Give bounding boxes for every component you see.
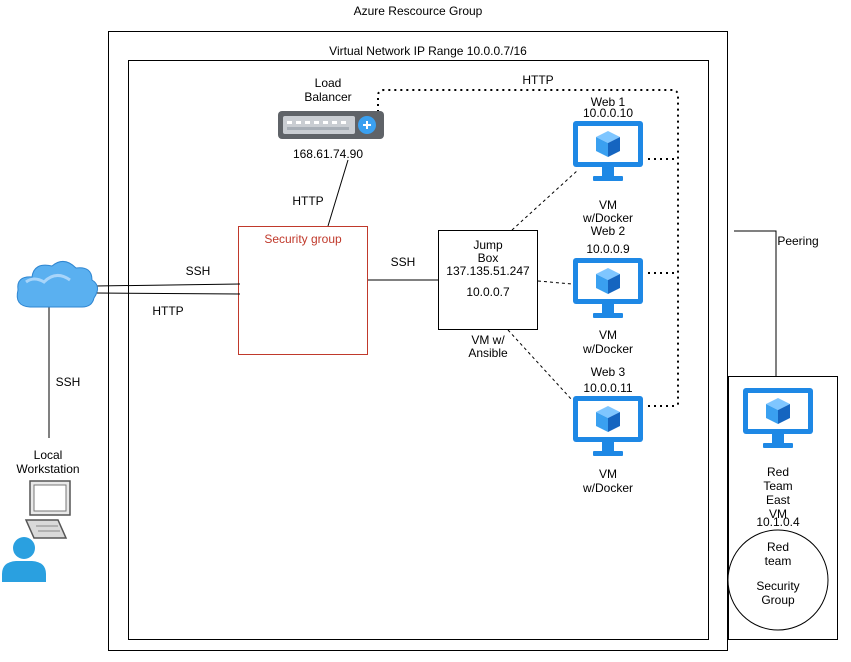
jump-box-line1: Jump <box>473 238 503 252</box>
red-team-vm-ip: 10.1.0.4 <box>756 515 800 529</box>
web1-vm-icon <box>573 121 643 181</box>
ssh-jump-label: SSH <box>390 255 416 269</box>
red-team-vm-line3: East <box>765 493 790 507</box>
web3-role-line2: w/Docker <box>582 481 633 495</box>
web3-name: Web 3 <box>590 365 626 379</box>
virtual-network-box <box>128 60 709 640</box>
workstation-label-line2: Workstation <box>16 462 80 476</box>
jump-box-line2: Box <box>477 251 499 265</box>
red-team-vm-line4: VM <box>769 507 787 521</box>
jump-box-role-line1: VM w/ <box>471 333 505 347</box>
user-icon <box>2 537 46 582</box>
red-team-sg-line3: Security <box>756 579 800 593</box>
web1-name: Web 1 <box>590 95 626 109</box>
jump-box-public-ip: 137.135.51.247 <box>446 264 530 278</box>
red-team-region-shadow <box>738 376 838 640</box>
lb-sg-line <box>327 159 349 227</box>
web2-role-line1: VM <box>599 328 617 342</box>
jump-box <box>438 230 538 330</box>
resource-group-title: Azure Rescource Group <box>353 4 483 18</box>
vnet-title: Virtual Network IP Range 10.0.0.7/16 <box>329 44 527 58</box>
workstation-label-line1: Local <box>33 448 63 462</box>
load-balancer-ip: 168.61.74.90 <box>292 147 364 161</box>
jump-web3-dashed <box>507 329 573 401</box>
http-lb-label: HTTP <box>292 194 324 208</box>
web1-role-line2: w/Docker <box>582 211 633 225</box>
web1-ip: 10.0.0.10 <box>582 106 634 120</box>
internet-ssh-line <box>95 283 241 287</box>
jump-box-private-ip: 10.0.0.7 <box>466 285 510 299</box>
red-team-vm-icon <box>743 388 813 448</box>
red-team-sg-line4: Group <box>761 593 795 607</box>
computer-icon <box>24 480 71 539</box>
red-team-vm-line2: Team <box>763 479 793 493</box>
web2-ip: 10.0.0.9 <box>586 242 630 256</box>
peering-line <box>734 230 777 376</box>
jump-web2-dashed <box>537 280 573 285</box>
peering-label: Peering <box>777 234 819 248</box>
load-balancer-icon <box>278 111 384 139</box>
web2-vm-icon <box>573 258 643 318</box>
load-balancer-label-line1: Load <box>314 76 342 90</box>
http-backend-label: HTTP <box>522 73 554 87</box>
red-team-vm-line1: Red <box>766 465 789 479</box>
web2-role-line2: w/Docker <box>582 342 633 356</box>
http-backend-dotted-line <box>377 89 679 406</box>
resource-group-box <box>108 31 728 651</box>
web3-role-line1: VM <box>599 467 617 481</box>
red-team-security-group-circle <box>727 529 829 631</box>
security-group-box <box>238 226 368 355</box>
jump-web1-dashed <box>511 169 579 231</box>
http-internet-label: HTTP <box>152 304 184 318</box>
red-team-sg-line1: Red <box>766 540 789 554</box>
security-group-label: Security group <box>264 232 342 246</box>
jump-box-role-line2: Ansible <box>468 346 508 360</box>
load-balancer-label-line2: Balancer <box>304 90 352 104</box>
web2-name: Web 2 <box>590 224 626 238</box>
internet-cloud-icon <box>16 261 98 308</box>
ssh-internet-label: SSH <box>185 264 211 278</box>
web3-ip: 10.0.0.11 <box>583 381 633 395</box>
web3-vm-icon <box>573 396 643 456</box>
internet-http-line <box>95 292 241 295</box>
web1-role-line1: VM <box>599 198 617 212</box>
ssh-workstation-label: SSH <box>55 375 81 389</box>
red-team-sg-line2: team <box>764 554 792 568</box>
